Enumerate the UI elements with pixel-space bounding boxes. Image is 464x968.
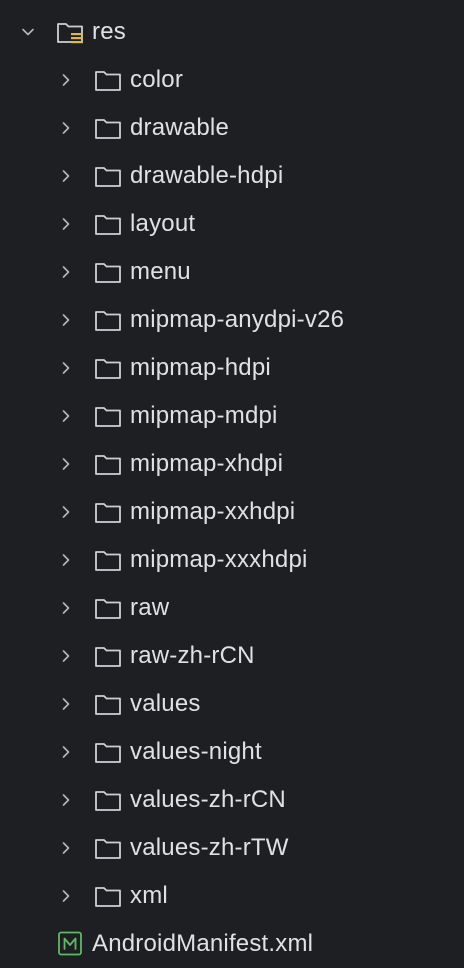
chevron-right-icon[interactable] — [58, 168, 74, 184]
folder-icon — [94, 66, 122, 94]
tree-row-label: raw — [130, 594, 170, 621]
tree-row-label: values-zh-rCN — [130, 786, 286, 813]
tree-row-folder[interactable]: values-zh-rTW — [0, 824, 464, 872]
tree-row-folder[interactable]: mipmap-mdpi — [0, 392, 464, 440]
folder-icon — [94, 162, 122, 190]
folder-icon — [94, 546, 122, 574]
tree-row-label: mipmap-xhdpi — [130, 450, 284, 477]
chevron-right-icon[interactable] — [58, 360, 74, 376]
chevron-right-icon[interactable] — [58, 72, 74, 88]
folder-icon — [94, 354, 122, 382]
chevron-right-icon[interactable] — [58, 552, 74, 568]
folder-icon — [94, 498, 122, 526]
tree-row-folder[interactable]: menu — [0, 248, 464, 296]
folder-icon — [94, 834, 122, 862]
tree-row-label: raw-zh-rCN — [130, 642, 255, 669]
tree-row-android-manifest[interactable]: AndroidManifest.xml — [0, 920, 464, 968]
tree-row-folder[interactable]: mipmap-xhdpi — [0, 440, 464, 488]
chevron-right-icon[interactable] — [58, 312, 74, 328]
tree-row-label: values-zh-rTW — [130, 834, 289, 861]
chevron-down-icon[interactable] — [20, 24, 36, 40]
tree-row-label: drawable-hdpi — [130, 162, 284, 189]
folder-icon — [94, 114, 122, 142]
folder-icon — [94, 594, 122, 622]
chevron-right-icon[interactable] — [58, 744, 74, 760]
folder-icon — [94, 738, 122, 766]
chevron-right-icon[interactable] — [58, 408, 74, 424]
tree-row-label: values-night — [130, 738, 262, 765]
tree-row-folder[interactable]: color — [0, 56, 464, 104]
tree-row-label: mipmap-xxxhdpi — [130, 546, 308, 573]
tree-row-label: values — [130, 690, 201, 717]
chevron-right-icon[interactable] — [58, 696, 74, 712]
folder-icon — [94, 450, 122, 478]
tree-row-folder[interactable]: layout — [0, 200, 464, 248]
chevron-right-icon[interactable] — [58, 792, 74, 808]
tree-row-folder[interactable]: values — [0, 680, 464, 728]
tree-row-label: layout — [130, 210, 196, 237]
tree-row-label: AndroidManifest.xml — [92, 930, 314, 957]
tree-row-folder[interactable]: raw — [0, 584, 464, 632]
tree-row-folder[interactable]: mipmap-xxhdpi — [0, 488, 464, 536]
folder-icon — [94, 786, 122, 814]
folder-icon — [94, 402, 122, 430]
folder-icon — [94, 306, 122, 334]
chevron-right-icon[interactable] — [58, 600, 74, 616]
tree-row-label: mipmap-mdpi — [130, 402, 278, 429]
chevron-right-icon[interactable] — [58, 120, 74, 136]
chevron-right-icon[interactable] — [58, 504, 74, 520]
chevron-right-icon[interactable] — [58, 840, 74, 856]
tree-row-folder[interactable]: mipmap-xxxhdpi — [0, 536, 464, 584]
manifest-file-icon — [57, 930, 85, 958]
chevron-right-icon[interactable] — [58, 264, 74, 280]
chevron-right-icon[interactable] — [58, 648, 74, 664]
folder-icon — [94, 210, 122, 238]
chevron-right-icon[interactable] — [58, 216, 74, 232]
tree-row-res[interactable]: res — [0, 8, 464, 56]
folder-icon — [94, 642, 122, 670]
tree-row-label: menu — [130, 258, 191, 285]
tree-row-folder[interactable]: values-night — [0, 728, 464, 776]
tree-row-label: drawable — [130, 114, 229, 141]
tree-row-folder[interactable]: values-zh-rCN — [0, 776, 464, 824]
tree-row-label: mipmap-anydpi-v26 — [130, 306, 345, 333]
tree-row-label: mipmap-hdpi — [130, 354, 271, 381]
tree-row-label: color — [130, 66, 184, 93]
chevron-right-icon[interactable] — [58, 888, 74, 904]
tree-row-folder[interactable]: drawable-hdpi — [0, 152, 464, 200]
folder-icon — [94, 882, 122, 910]
tree-row-folder[interactable]: xml — [0, 872, 464, 920]
tree-row-folder[interactable]: mipmap-hdpi — [0, 344, 464, 392]
resource-folder-icon — [56, 18, 84, 46]
tree-row-folder[interactable]: drawable — [0, 104, 464, 152]
tree-row-folder[interactable]: mipmap-anydpi-v26 — [0, 296, 464, 344]
tree-row-label: res — [92, 18, 126, 45]
folder-icon — [94, 690, 122, 718]
chevron-right-icon[interactable] — [58, 456, 74, 472]
tree-row-folder[interactable]: raw-zh-rCN — [0, 632, 464, 680]
folder-icon — [94, 258, 122, 286]
tree-row-label: xml — [130, 882, 168, 909]
tree-row-label: mipmap-xxhdpi — [130, 498, 296, 525]
